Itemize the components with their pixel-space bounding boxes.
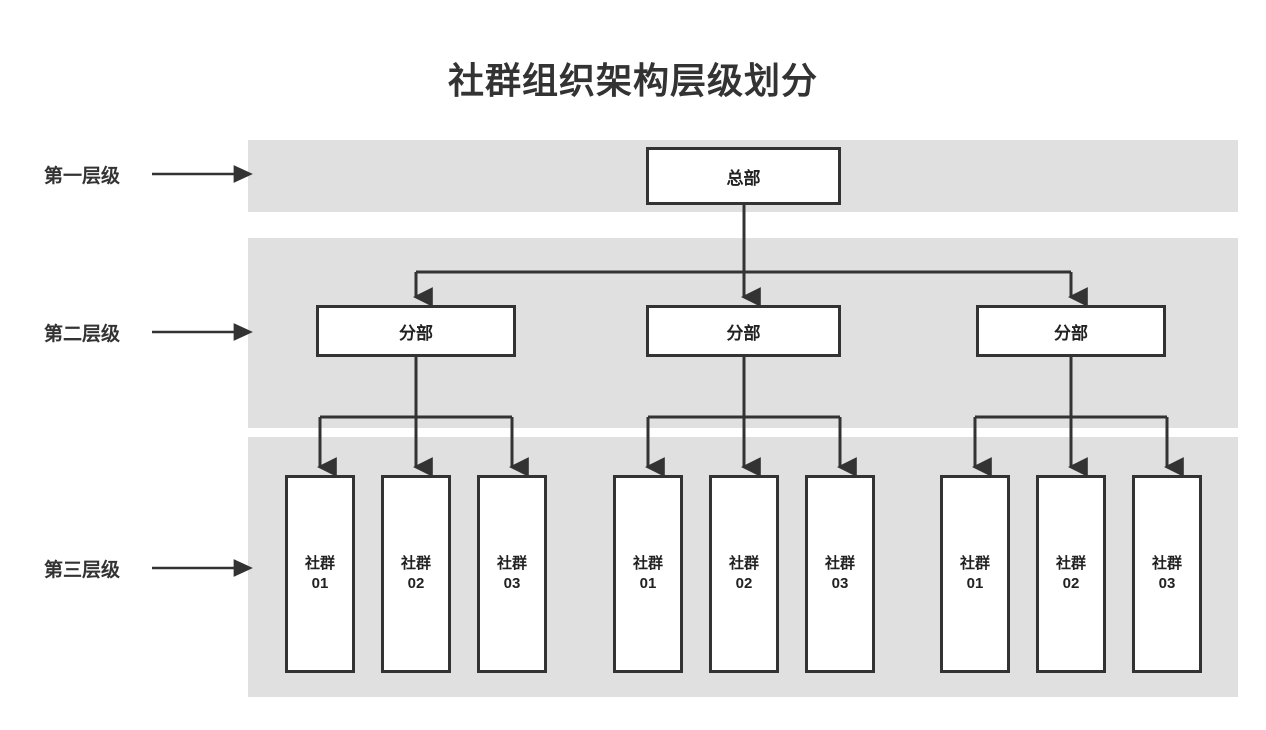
node-community-2-number: 02 — [407, 575, 425, 592]
node-community-9[interactable]: 社群 03 — [1132, 475, 1202, 673]
node-community-3-number: 03 — [503, 575, 521, 592]
node-community-7[interactable]: 社群 01 — [940, 475, 1010, 673]
node-community-5[interactable]: 社群 02 — [709, 475, 779, 673]
node-branch-1[interactable]: 分部 — [316, 305, 516, 357]
node-community-8-number: 02 — [1062, 575, 1080, 592]
node-community-8[interactable]: 社群 02 — [1036, 475, 1106, 673]
node-community-1-number: 01 — [311, 575, 329, 592]
node-community-5-name: 社群 — [728, 554, 759, 572]
level-2-label: 第二层级 — [44, 324, 121, 345]
node-branch-3-label: 分部 — [1054, 323, 1088, 343]
node-branch-2[interactable]: 分部 — [646, 305, 841, 357]
node-headquarters[interactable]: 总部 — [646, 147, 841, 205]
node-branch-3[interactable]: 分部 — [976, 305, 1166, 357]
level-3-label: 第三层级 — [44, 560, 121, 581]
node-community-6-name: 社群 — [824, 554, 855, 572]
node-community-2-name: 社群 — [400, 554, 431, 572]
node-community-2[interactable]: 社群 02 — [381, 475, 451, 673]
node-community-1-name: 社群 — [304, 554, 335, 572]
level-label-arrows — [152, 165, 253, 577]
node-headquarters-label: 总部 — [726, 168, 761, 188]
node-community-5-number: 02 — [735, 575, 753, 592]
node-community-3-name: 社群 — [496, 554, 527, 572]
node-community-4[interactable]: 社群 01 — [613, 475, 683, 673]
node-branch-1-label: 分部 — [399, 323, 433, 343]
node-community-9-number: 03 — [1158, 575, 1176, 592]
level-1-label: 第一层级 — [44, 166, 121, 187]
node-community-6-number: 03 — [831, 575, 849, 592]
node-community-1[interactable]: 社群 01 — [285, 475, 355, 673]
node-branch-2-label: 分部 — [726, 323, 761, 343]
node-community-7-name: 社群 — [959, 554, 990, 572]
page-title: 社群组织架构层级划分 — [447, 60, 818, 101]
node-community-8-name: 社群 — [1055, 554, 1086, 572]
node-community-6[interactable]: 社群 03 — [805, 475, 875, 673]
node-community-9-name: 社群 — [1151, 554, 1182, 572]
node-community-3[interactable]: 社群 03 — [477, 475, 547, 673]
node-community-4-number: 01 — [639, 575, 657, 592]
node-community-7-number: 01 — [966, 575, 984, 592]
node-community-4-name: 社群 — [632, 554, 663, 572]
